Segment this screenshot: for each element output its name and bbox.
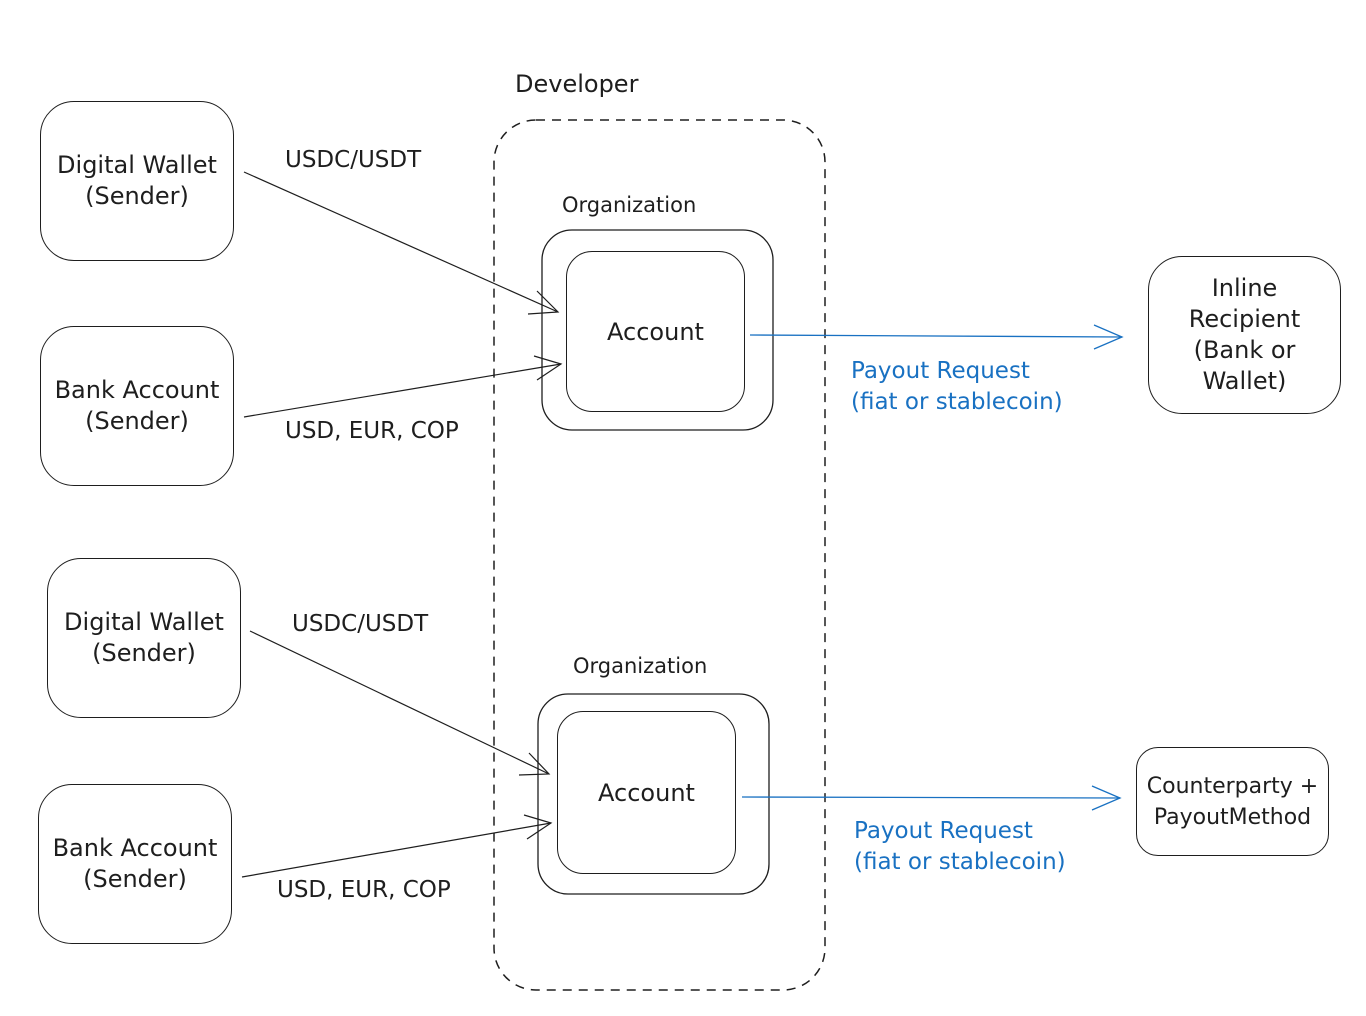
sender-label: Bank Account (Sender) [54,376,220,435]
arrow-bank-to-account-2 [241,814,553,878]
sender-label: Digital Wallet (Sender) [64,608,224,667]
payout-request-label-1: Payout Request [851,358,1030,384]
bank-account-sender-box-2: Bank Account (Sender) [38,784,232,944]
developer-boundary [493,119,826,991]
inline-recipient-box: Inline Recipient (Bank or Wallet) [1148,256,1341,414]
arrow-wallet-to-account-2 [249,630,551,776]
account-box-2: Account [557,711,736,874]
arrow-wallet-to-account-1 [243,171,560,315]
digital-wallet-sender-box-1: Digital Wallet (Sender) [40,101,234,261]
account-label: Account [598,778,695,807]
digital-wallet-sender-box-2: Digital Wallet (Sender) [47,558,241,718]
counterparty-payout-method-box: Counterparty + PayoutMethod [1136,747,1329,856]
organization-label-2: Organization [573,654,708,678]
payout-request-sublabel-2: (fiat or stablecoin) [854,849,1066,875]
organization-label-1: Organization [562,193,697,217]
payout-arrow-1 [749,324,1124,350]
payout-request-sublabel-1: (fiat or stablecoin) [851,389,1063,415]
currency-label-fiat-2: USD, EUR, COP [277,877,451,903]
currency-label-fiat-1: USD, EUR, COP [285,418,459,444]
organization-box-1 [541,229,774,431]
organization-box-2 [537,693,770,895]
sender-label: Bank Account (Sender) [52,834,218,893]
recipient-label: Counterparty + PayoutMethod [1146,773,1319,830]
bank-account-sender-box-1: Bank Account (Sender) [40,326,234,486]
arrow-bank-to-account-1 [243,355,563,418]
payout-arrow-2 [741,785,1122,811]
account-label: Account [607,317,704,346]
currency-label-stablecoin-2: USDC/USDT [292,611,429,637]
recipient-label: Inline Recipient (Bank or Wallet) [1188,274,1301,395]
developer-label: Developer [515,70,639,98]
sender-label: Digital Wallet (Sender) [57,151,217,210]
payout-request-label-2: Payout Request [854,818,1033,844]
account-box-1: Account [566,251,745,412]
currency-label-stablecoin-1: USDC/USDT [285,147,422,173]
